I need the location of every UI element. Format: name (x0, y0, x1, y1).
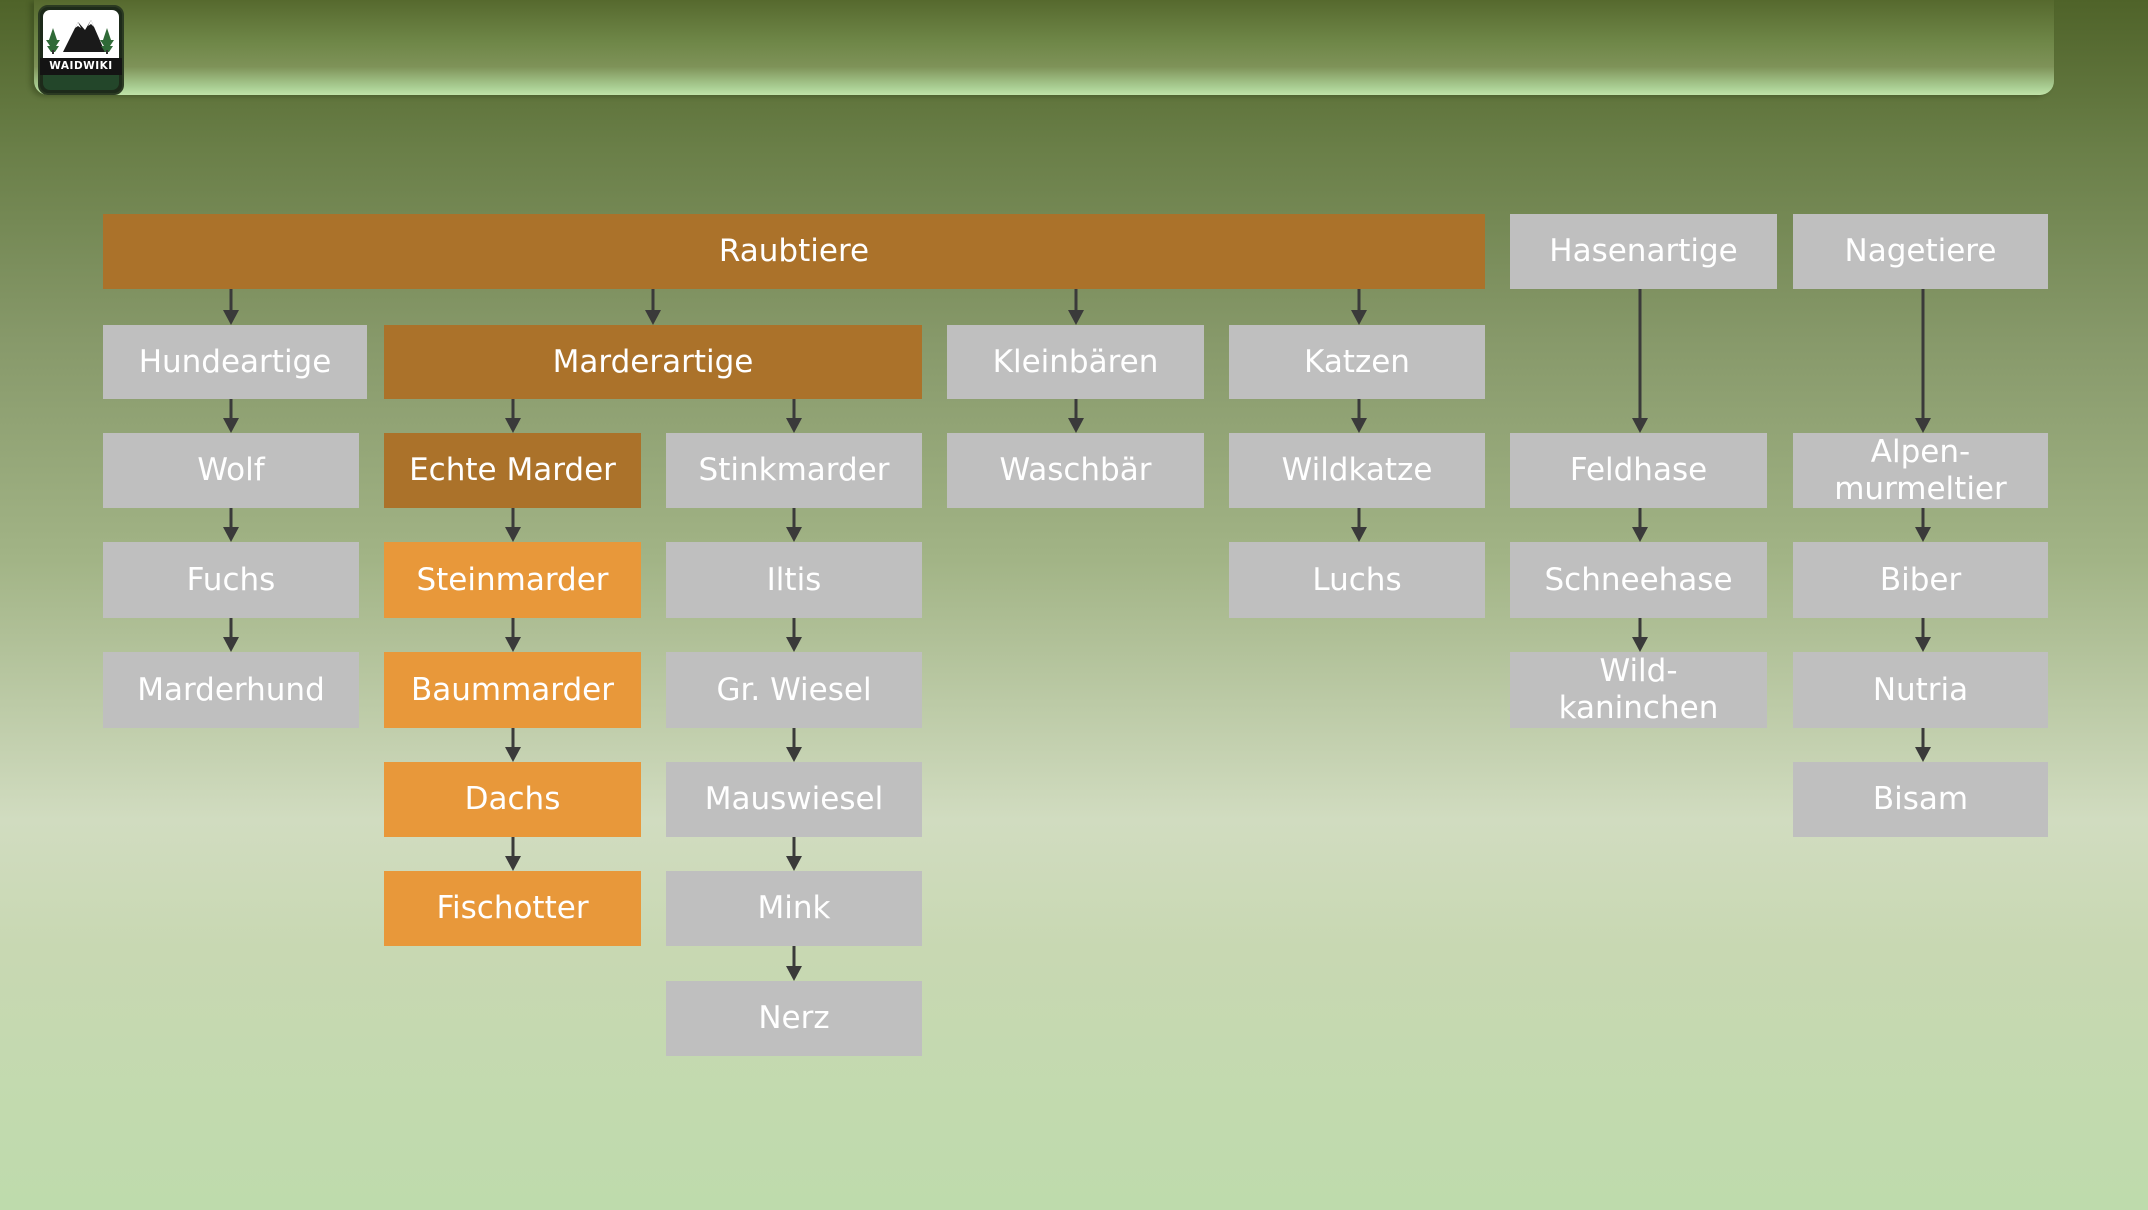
waidwiki-logo[interactable]: WAIDWIKI (38, 5, 124, 95)
node-label: Steinmarder (416, 561, 609, 598)
arrowhead (505, 418, 521, 433)
node-fischotter[interactable]: Fischotter (384, 871, 641, 946)
node-hundeartige[interactable]: Hundeartige (103, 325, 367, 399)
node-nagetiere[interactable]: Nagetiere (1793, 214, 2048, 289)
node-raubtiere[interactable]: Raubtiere (103, 214, 1485, 289)
node-baummarder[interactable]: Baummarder (384, 652, 641, 728)
node-steinmarder[interactable]: Steinmarder (384, 542, 641, 618)
arrowhead (786, 527, 802, 542)
node-label: Fischotter (436, 890, 589, 926)
node-echte-marder[interactable]: Echte Marder (384, 433, 641, 508)
node-label: Marderartige (552, 343, 754, 380)
node-label: Nerz (758, 1000, 830, 1036)
arrowhead (1351, 418, 1367, 433)
arrowhead (223, 418, 239, 433)
arrowhead (786, 418, 802, 433)
node-marderhund[interactable]: Marderhund (103, 652, 359, 728)
node-label: Mink (757, 890, 831, 926)
node-waschbaer[interactable]: Waschbär (947, 433, 1204, 508)
node-label: Schneehase (1544, 561, 1733, 598)
arrowhead (505, 856, 521, 871)
node-label: Nutria (1872, 671, 1969, 708)
node-label: Stinkmarder (698, 452, 890, 488)
node-label: Fuchs (186, 561, 276, 598)
node-label: Raubtiere (718, 233, 870, 269)
node-hasenartige[interactable]: Hasenartige (1510, 214, 1777, 289)
arrowhead (1351, 310, 1367, 325)
node-label: Mauswiesel (704, 781, 884, 817)
node-label-line2: murmeltier (1834, 470, 2007, 507)
node-alpenmurmeltier[interactable]: Alpen- murmeltier (1793, 433, 2048, 508)
node-marderartige[interactable]: Marderartige (384, 325, 922, 399)
node-label: Wolf (197, 452, 265, 488)
node-wildkatze[interactable]: Wildkatze (1229, 433, 1485, 508)
node-fuchs[interactable]: Fuchs (103, 542, 359, 618)
node-kleinbaeren[interactable]: Kleinbären (947, 325, 1204, 399)
arrowhead (1632, 527, 1648, 542)
node-label: Echte Marder (409, 452, 616, 488)
node-nerz[interactable]: Nerz (666, 981, 922, 1056)
node-katzen[interactable]: Katzen (1229, 325, 1485, 399)
node-label: Katzen (1304, 343, 1410, 380)
node-mauswiesel[interactable]: Mauswiesel (666, 762, 922, 837)
node-label: Gr. Wiesel (716, 671, 872, 708)
logo-footer (43, 75, 119, 90)
node-label: Feldhase (1569, 452, 1708, 488)
node-label: Biber (1879, 561, 1962, 598)
node-gr-wiesel[interactable]: Gr. Wiesel (666, 652, 922, 728)
arrowhead (1632, 418, 1648, 433)
node-label: Hundeartige (138, 343, 332, 380)
arrowhead (786, 966, 802, 981)
node-label-line1: Wild- (1599, 653, 1678, 689)
node-wildkaninchen[interactable]: Wild- kaninchen (1510, 652, 1767, 728)
node-label: Hasenartige (1549, 233, 1738, 269)
node-biber[interactable]: Biber (1793, 542, 2048, 618)
node-dachs[interactable]: Dachs (384, 762, 641, 837)
arrowhead (1915, 527, 1931, 542)
arrowhead (1632, 637, 1648, 652)
arrowhead (645, 310, 661, 325)
arrowhead (1068, 310, 1084, 325)
node-label: Luchs (1312, 561, 1402, 598)
header-banner (34, 0, 2054, 95)
node-nutria[interactable]: Nutria (1793, 652, 2048, 728)
node-label: Kleinbären (992, 343, 1159, 380)
node-wolf[interactable]: Wolf (103, 433, 359, 508)
arrowhead (223, 527, 239, 542)
node-label: Iltis (766, 561, 822, 598)
node-label: Waschbär (999, 452, 1152, 488)
mountain-trees-icon (46, 20, 114, 54)
node-bisam[interactable]: Bisam (1793, 762, 2048, 837)
arrowhead (223, 310, 239, 325)
node-schneehase[interactable]: Schneehase (1510, 542, 1767, 618)
arrowhead (786, 747, 802, 762)
arrowhead (505, 527, 521, 542)
node-feldhase[interactable]: Feldhase (1510, 433, 1767, 508)
node-label: Wildkatze (1281, 452, 1433, 488)
node-label-line1: Alpen- (1870, 433, 1971, 470)
node-label: Dachs (464, 781, 561, 817)
arrowhead (1915, 747, 1931, 762)
node-iltis[interactable]: Iltis (666, 542, 922, 618)
arrowhead (1915, 418, 1931, 433)
arrowhead (505, 637, 521, 652)
arrowhead (786, 637, 802, 652)
node-label-line2: kaninchen (1558, 690, 1719, 726)
node-label: Baummarder (411, 671, 614, 708)
node-stinkmarder[interactable]: Stinkmarder (666, 433, 922, 508)
node-label: Marderhund (137, 671, 325, 708)
arrowhead (223, 637, 239, 652)
arrowhead (505, 747, 521, 762)
node-label: Bisam (1872, 781, 1969, 817)
node-mink[interactable]: Mink (666, 871, 922, 946)
logo-wordmark: WAIDWIKI (40, 58, 122, 75)
arrowhead (1351, 527, 1367, 542)
node-label: Nagetiere (1844, 233, 1997, 269)
arrowhead (1068, 418, 1084, 433)
node-luchs[interactable]: Luchs (1229, 542, 1485, 618)
arrowhead (786, 856, 802, 871)
arrowhead (1915, 637, 1931, 652)
